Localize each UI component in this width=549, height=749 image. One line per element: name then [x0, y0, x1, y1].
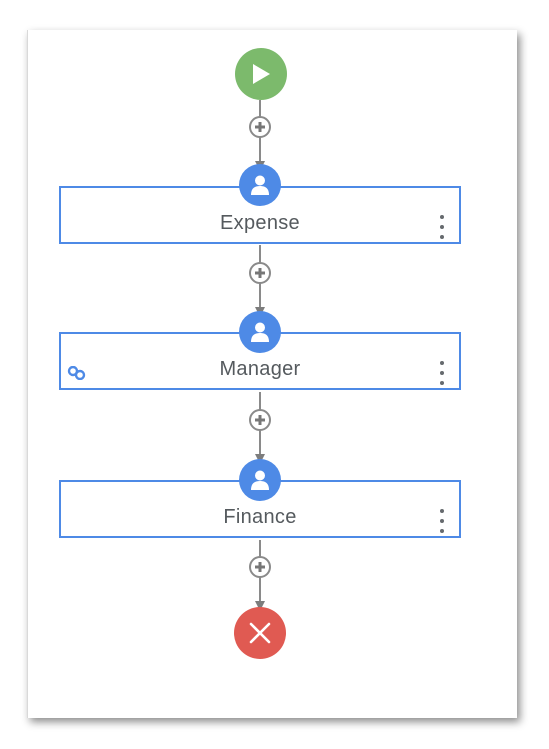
- add-step-button[interactable]: [249, 409, 271, 431]
- add-step-button[interactable]: [249, 116, 271, 138]
- add-step-button[interactable]: [249, 556, 271, 578]
- user-icon: [239, 459, 281, 501]
- user-icon: [239, 311, 281, 353]
- add-step-button[interactable]: [249, 262, 271, 284]
- plus-icon: [255, 122, 265, 132]
- start-node[interactable]: [235, 48, 287, 100]
- end-node[interactable]: [234, 607, 286, 659]
- plus-icon: [255, 268, 265, 278]
- play-icon: [253, 64, 270, 84]
- link-icon[interactable]: [67, 365, 87, 385]
- step-label: Expense: [220, 212, 300, 234]
- plus-icon: [255, 562, 265, 572]
- user-icon: [239, 164, 281, 206]
- more-options-icon[interactable]: [438, 509, 446, 533]
- more-options-icon[interactable]: [438, 361, 446, 385]
- plus-icon: [255, 415, 265, 425]
- close-icon: [249, 622, 271, 644]
- more-options-icon[interactable]: [438, 215, 446, 239]
- step-label: Manager: [219, 358, 301, 380]
- step-label: Finance: [223, 506, 297, 528]
